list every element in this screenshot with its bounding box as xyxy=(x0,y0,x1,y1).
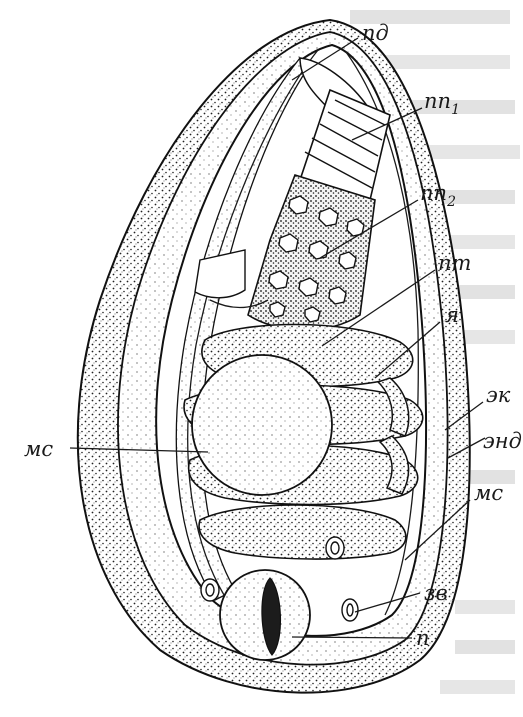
label-pd: пд xyxy=(362,21,389,45)
label-p: п xyxy=(416,626,430,650)
nucleus-sphere xyxy=(192,355,332,495)
label-ek: эк xyxy=(486,383,511,407)
label-ms-right: мс xyxy=(474,481,503,505)
label-zv: зв xyxy=(424,581,448,605)
label-end: энд xyxy=(483,429,522,453)
label-ms-left: мс xyxy=(24,437,53,461)
label-ya: я xyxy=(445,303,459,327)
label-pt: пт xyxy=(438,251,471,275)
structure-zv xyxy=(220,570,310,660)
